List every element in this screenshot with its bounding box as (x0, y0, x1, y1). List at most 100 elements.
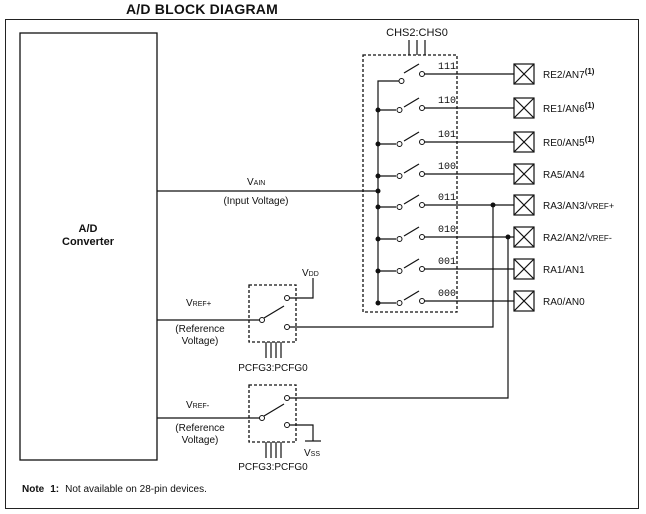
switch-blade (403, 226, 420, 237)
vain-description: (Input Voltage) (223, 196, 288, 207)
vref-plus-contact-vdd (284, 295, 290, 301)
vss-wire (289, 424, 314, 441)
pin-row: RA1/AN1 (424, 258, 585, 280)
switch-contact (419, 105, 425, 111)
switch-pivot (396, 173, 403, 179)
bus-junction (375, 141, 381, 147)
vref-plus-desc-line2: Voltage) (182, 336, 219, 347)
bus-junction (375, 268, 381, 274)
switch-pivot (396, 141, 403, 147)
vref-plus-switch-blade (263, 305, 285, 319)
switch-blade (403, 63, 420, 74)
switch-contact (419, 298, 425, 304)
vref-plus-contact-an3 (284, 324, 290, 330)
pin-row: RA2/AN2/VREF- (424, 226, 612, 248)
vref-minus-contact-vss (284, 422, 290, 428)
switch-pivot (398, 78, 405, 84)
ad-converter-block (19, 32, 158, 461)
switch-blade (403, 97, 420, 108)
channel-code: 010 (438, 225, 456, 236)
vref-minus-an2-wire (289, 237, 509, 399)
vss-label: VSS (304, 448, 320, 459)
pin-row: RA3/AN3/VREF+ (424, 194, 614, 216)
mux-channel: 101 (375, 130, 456, 147)
vref-plus-desc-line1: (Reference (175, 324, 225, 335)
pin-cross (513, 97, 535, 119)
vref-minus-contact-an2 (284, 395, 290, 401)
switch-contact (419, 266, 425, 272)
switch-blade (403, 131, 420, 142)
pin-label: RA3/AN3/VREF+ (543, 201, 614, 212)
pin-label: RA2/AN2/VREF- (543, 233, 612, 244)
mux-channel: 111 (377, 62, 456, 108)
diagram-frame (5, 19, 639, 509)
bus-junction (375, 236, 381, 242)
vain-label: VAIN (247, 177, 265, 188)
switch-contact (419, 234, 425, 240)
diagram-title: A/D BLOCK DIAGRAM (126, 1, 278, 17)
switch-pivot (396, 300, 403, 306)
switch-pivot (396, 107, 403, 113)
vref-minus-label: VREF- (186, 400, 210, 411)
channel-code: 110 (438, 96, 456, 107)
vref-plus-switch-pivot (259, 317, 265, 323)
vref-minus-select-lines (265, 442, 282, 458)
pin-cross (513, 194, 535, 216)
analog-mux-box (362, 54, 458, 313)
channel-code: 111 (438, 62, 456, 73)
mux-channel: 001 (375, 257, 456, 274)
pin-cross (513, 131, 535, 153)
switch-contact (419, 202, 425, 208)
vref-plus-select-label: PCFG3:PCFG0 (238, 363, 308, 374)
vdd-label: VDD (302, 268, 319, 279)
vref-plus-an3-wire (289, 205, 494, 328)
pin-rows: RE2/AN7(1) RE1/AN6(1) RE0/AN5(1) RA5/AN4RA3… (424, 63, 614, 312)
pin-row: RE2/AN7(1) (424, 63, 595, 85)
channel-code: 100 (438, 162, 456, 173)
mux-channel: 100 (375, 162, 456, 179)
channel-code: 011 (438, 193, 456, 204)
mux-select-label: CHS2:CHS0 (386, 27, 448, 39)
ad-converter-label-line1: A/D (79, 223, 98, 235)
switch-blade (403, 290, 420, 301)
ad-converter-label-line2: Converter (62, 236, 115, 248)
channel-code: 101 (438, 130, 456, 141)
pin-row: RA5/AN4 (424, 163, 585, 185)
pin-cross (513, 258, 535, 280)
mux-channel: 110 (375, 96, 456, 113)
pin-row: RE0/AN5(1) (424, 131, 595, 153)
vdd-wire (289, 278, 314, 299)
switch-blade (403, 258, 420, 269)
vref-minus-select-label: PCFG3:PCFG0 (238, 462, 308, 473)
mux-channel: 010 (375, 225, 456, 242)
vref-minus-switch-pivot (259, 415, 265, 421)
channel-code: 000 (438, 289, 456, 300)
switch-contact (419, 71, 425, 77)
vref-plus-switch-box (248, 284, 297, 343)
bus-junction (375, 204, 381, 210)
pin-cross (513, 163, 535, 185)
pin-cross (513, 63, 535, 85)
bus-junction (375, 173, 381, 179)
mux-channels: 111 110 101 100 011 010 001 000 (375, 62, 456, 306)
vref-plus-label: VREF+ (186, 298, 212, 309)
switch-pivot (396, 268, 403, 274)
mux-channel: 000 (375, 289, 456, 306)
pin-label: RE2/AN7(1) (543, 67, 595, 81)
switch-contact (419, 171, 425, 177)
bus-junction (375, 300, 381, 306)
switch-pivot (396, 236, 403, 242)
vref-minus-desc-line1: (Reference (175, 423, 225, 434)
pin-label: RA0/AN0 (543, 297, 585, 308)
pin-label: RE0/AN5(1) (543, 135, 595, 149)
vref-minus-switch-box (248, 384, 297, 443)
pin-label: RE1/AN6(1) (543, 101, 595, 115)
vain-junction (375, 188, 381, 194)
vref-minus-desc-line2: Voltage) (182, 435, 219, 446)
pin-label: RA1/AN1 (543, 265, 585, 276)
pin-row: RE1/AN6(1) (424, 97, 595, 119)
mux-select-lines (408, 40, 426, 55)
channel-code: 001 (438, 257, 456, 268)
